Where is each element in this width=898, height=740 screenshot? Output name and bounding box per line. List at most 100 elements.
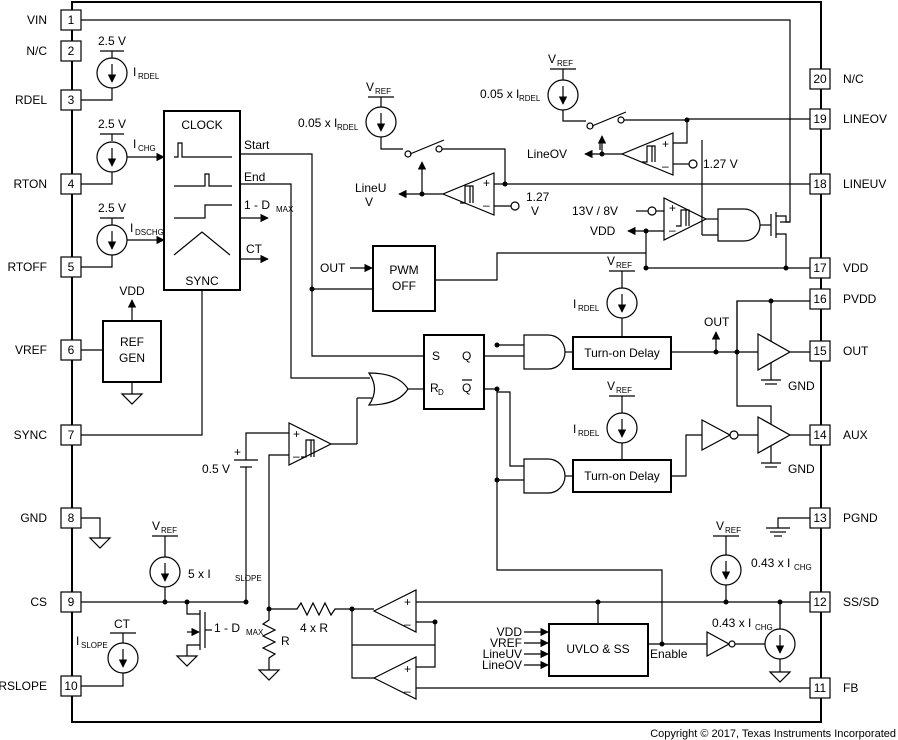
svg-text:18: 18 xyxy=(813,177,827,191)
svg-text:1: 1 xyxy=(68,13,75,27)
pin-rdel: 3 RDEL xyxy=(15,89,82,111)
svg-text:OUT: OUT xyxy=(843,344,869,358)
out-and-gate xyxy=(497,334,573,370)
svg-text:REF: REF xyxy=(725,526,741,535)
svg-text:VDD: VDD xyxy=(119,284,145,298)
clock-block: CLOCK SYNC xyxy=(163,110,241,291)
svg-text:1 - D: 1 - D xyxy=(244,198,270,212)
svg-text:I: I xyxy=(130,221,133,235)
svg-text:–: – xyxy=(293,449,300,463)
svg-text:S: S xyxy=(432,349,440,363)
pin-sync: 7 SYNC xyxy=(14,424,82,446)
pin-cs: 9 CS xyxy=(30,591,82,613)
vin-wire xyxy=(81,19,791,223)
rdel-current-source: 2.5 V I RDEL xyxy=(81,34,160,101)
aux-driver: GND xyxy=(701,301,815,476)
svg-text:SS/SD: SS/SD xyxy=(843,595,879,609)
svg-text:REF: REF xyxy=(120,335,144,349)
svg-text:CLOCK: CLOCK xyxy=(181,118,222,132)
svg-text:OFF: OFF xyxy=(392,279,416,293)
svg-text:+: + xyxy=(662,137,669,151)
svg-text:SYNC: SYNC xyxy=(14,428,48,442)
svg-text:1 - D: 1 - D xyxy=(214,621,240,635)
svg-text:R: R xyxy=(430,381,439,395)
svg-text:V: V xyxy=(716,519,724,533)
svg-text:0.5 V: 0.5 V xyxy=(202,462,230,476)
svg-text:V: V xyxy=(607,379,615,393)
svg-text:REF: REF xyxy=(161,526,177,535)
svg-text:OUT: OUT xyxy=(704,315,730,329)
svg-text:Enable: Enable xyxy=(650,647,688,661)
svg-text:6: 6 xyxy=(68,343,75,357)
svg-text:16: 16 xyxy=(813,292,827,306)
svg-text:5 x I: 5 x I xyxy=(188,567,211,581)
svg-text:RDEL: RDEL xyxy=(519,94,541,103)
svg-text:I: I xyxy=(133,137,136,151)
svg-text:+: + xyxy=(483,176,490,190)
svg-text:14: 14 xyxy=(813,428,827,442)
pin-fb: 11 FB xyxy=(809,677,858,699)
svg-text:N/C: N/C xyxy=(843,72,864,86)
svg-text:SYNC: SYNC xyxy=(185,274,219,288)
svg-text:V: V xyxy=(366,80,374,94)
pin-ss-sd: 12 SS/SD xyxy=(809,591,879,613)
svg-text:DSCHG: DSCHG xyxy=(135,228,164,237)
sr-latch: S Q R D Q xyxy=(423,334,485,410)
svg-text:AUX: AUX xyxy=(843,428,868,442)
pin-pgnd: 13 PGND xyxy=(809,507,878,529)
ss-charge-source: V REF 0.43 x I CHG xyxy=(710,519,812,602)
svg-text:CT: CT xyxy=(246,242,263,256)
svg-text:CS: CS xyxy=(30,595,47,609)
svg-text:VREF: VREF xyxy=(15,343,47,357)
pwm-off-block: PWM OFF OUT xyxy=(309,245,646,312)
svg-text:N/C: N/C xyxy=(26,44,47,58)
svg-text:2.5 V: 2.5 V xyxy=(98,34,126,48)
svg-text:PWM: PWM xyxy=(389,263,418,277)
pin-aux: 14 AUX xyxy=(809,424,868,446)
aux-and-gate xyxy=(497,458,573,494)
vdd-and-gate xyxy=(599,140,771,242)
svg-text:+: + xyxy=(404,595,411,609)
rton-current-source: 2.5 V I CHG xyxy=(81,117,165,185)
lineov-current-source: V REF 0.05 x I RDEL xyxy=(480,52,586,122)
svg-text:FB: FB xyxy=(843,681,858,695)
svg-text:RDEL: RDEL xyxy=(15,93,47,107)
svg-text:CHG: CHG xyxy=(794,563,812,572)
clock-ct-out: CT xyxy=(240,242,269,264)
lineuv-comparator: + – 1.27 V LineU V xyxy=(355,161,810,218)
svg-text:VDD: VDD xyxy=(590,224,616,238)
pin-vref: 6 VREF xyxy=(15,339,82,361)
svg-text:I: I xyxy=(133,65,136,79)
svg-text:LineOV: LineOV xyxy=(482,658,522,672)
svg-text:VIN: VIN xyxy=(27,13,47,27)
svg-text:9: 9 xyxy=(68,595,75,609)
svg-text:RDEL: RDEL xyxy=(337,123,359,132)
svg-text:PGND: PGND xyxy=(843,511,878,525)
pin-lineov: 19 LINEOV xyxy=(809,108,887,130)
svg-text:MAX: MAX xyxy=(276,205,294,214)
gnd-wire xyxy=(81,517,101,538)
svg-text:RSLOPE: RSLOPE xyxy=(0,679,47,693)
svg-text:CT: CT xyxy=(114,617,131,631)
svg-text:LineOV: LineOV xyxy=(527,147,567,161)
svg-text:REF: REF xyxy=(375,87,391,96)
rtoff-current-source: 2.5 V I DSCHG xyxy=(81,201,165,268)
svg-text:VDD: VDD xyxy=(843,261,869,275)
svg-text:PVDD: PVDD xyxy=(843,292,877,306)
svg-text:REF: REF xyxy=(616,386,632,395)
svg-text:8: 8 xyxy=(68,511,75,525)
svg-text:SLOPE: SLOPE xyxy=(81,641,108,650)
svg-text:11: 11 xyxy=(814,681,827,695)
svg-text:Q: Q xyxy=(462,349,471,363)
svg-text:D: D xyxy=(438,388,444,397)
turn-on-delay-out: Turn-on Delay V REF I RDEL xyxy=(572,254,758,370)
svg-text:Q: Q xyxy=(462,381,471,395)
pin-vin: 1 VIN xyxy=(27,9,82,31)
svg-text:0.43 x I: 0.43 x I xyxy=(712,616,751,630)
svg-text:R: R xyxy=(281,634,290,648)
svg-text:Turn-on Delay: Turn-on Delay xyxy=(584,346,660,360)
rslope-current-source: CT I SLOPE xyxy=(76,617,139,687)
svg-text:–: – xyxy=(404,684,411,698)
pin-rtoff: 5 RTOFF xyxy=(7,256,82,278)
slope-current-source: V REF 5 x I SLOPE xyxy=(149,519,262,602)
